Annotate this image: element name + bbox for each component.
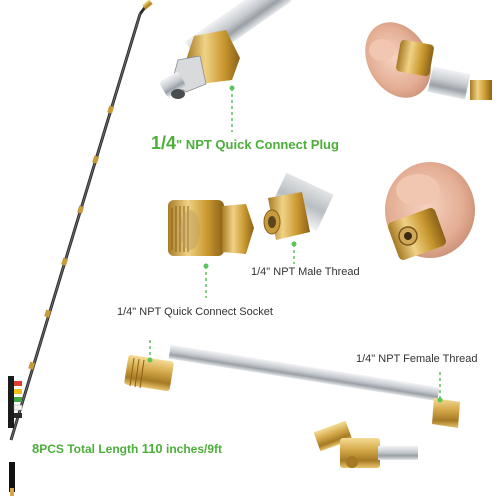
spray-nozzle-tips bbox=[8, 376, 23, 496]
hand-holding-socket-photo bbox=[385, 162, 475, 260]
extension-wand bbox=[9, 0, 153, 441]
male-thread-photo bbox=[263, 172, 334, 240]
hand-holding-plug-photo bbox=[365, 22, 492, 100]
total-length-label: 8PCS Total Length 110 inches/9ft bbox=[32, 441, 222, 456]
total-count-value: 8 bbox=[32, 441, 40, 456]
fitting-closeup-photo bbox=[313, 420, 418, 468]
quick-connect-plug-photo bbox=[159, 0, 292, 99]
leader-dots bbox=[147, 85, 443, 403]
wand-couplers bbox=[28, 105, 115, 370]
total-length-value: 110 bbox=[141, 441, 163, 456]
total-text-2: inches/9ft bbox=[162, 442, 223, 456]
female-thread-label: 1/4" NPT Female Thread bbox=[356, 353, 478, 365]
male-thread-label: 1/4" NPT Male Thread bbox=[251, 266, 360, 278]
total-text-1: PCS Total Length bbox=[39, 442, 142, 456]
leader-lines bbox=[149, 88, 441, 400]
quick-connect-socket-photo bbox=[168, 200, 254, 256]
extension-rod-photo bbox=[124, 344, 460, 428]
plug-label-text: " NPT Quick Connect Plug bbox=[176, 137, 339, 152]
quick-connect-socket-label: 1/4" NPT Quick Connect Socket bbox=[117, 306, 273, 318]
quick-connect-plug-label: 1/4" NPT Quick Connect Plug bbox=[151, 133, 339, 154]
plug-size-value: 1/4 bbox=[151, 133, 177, 153]
